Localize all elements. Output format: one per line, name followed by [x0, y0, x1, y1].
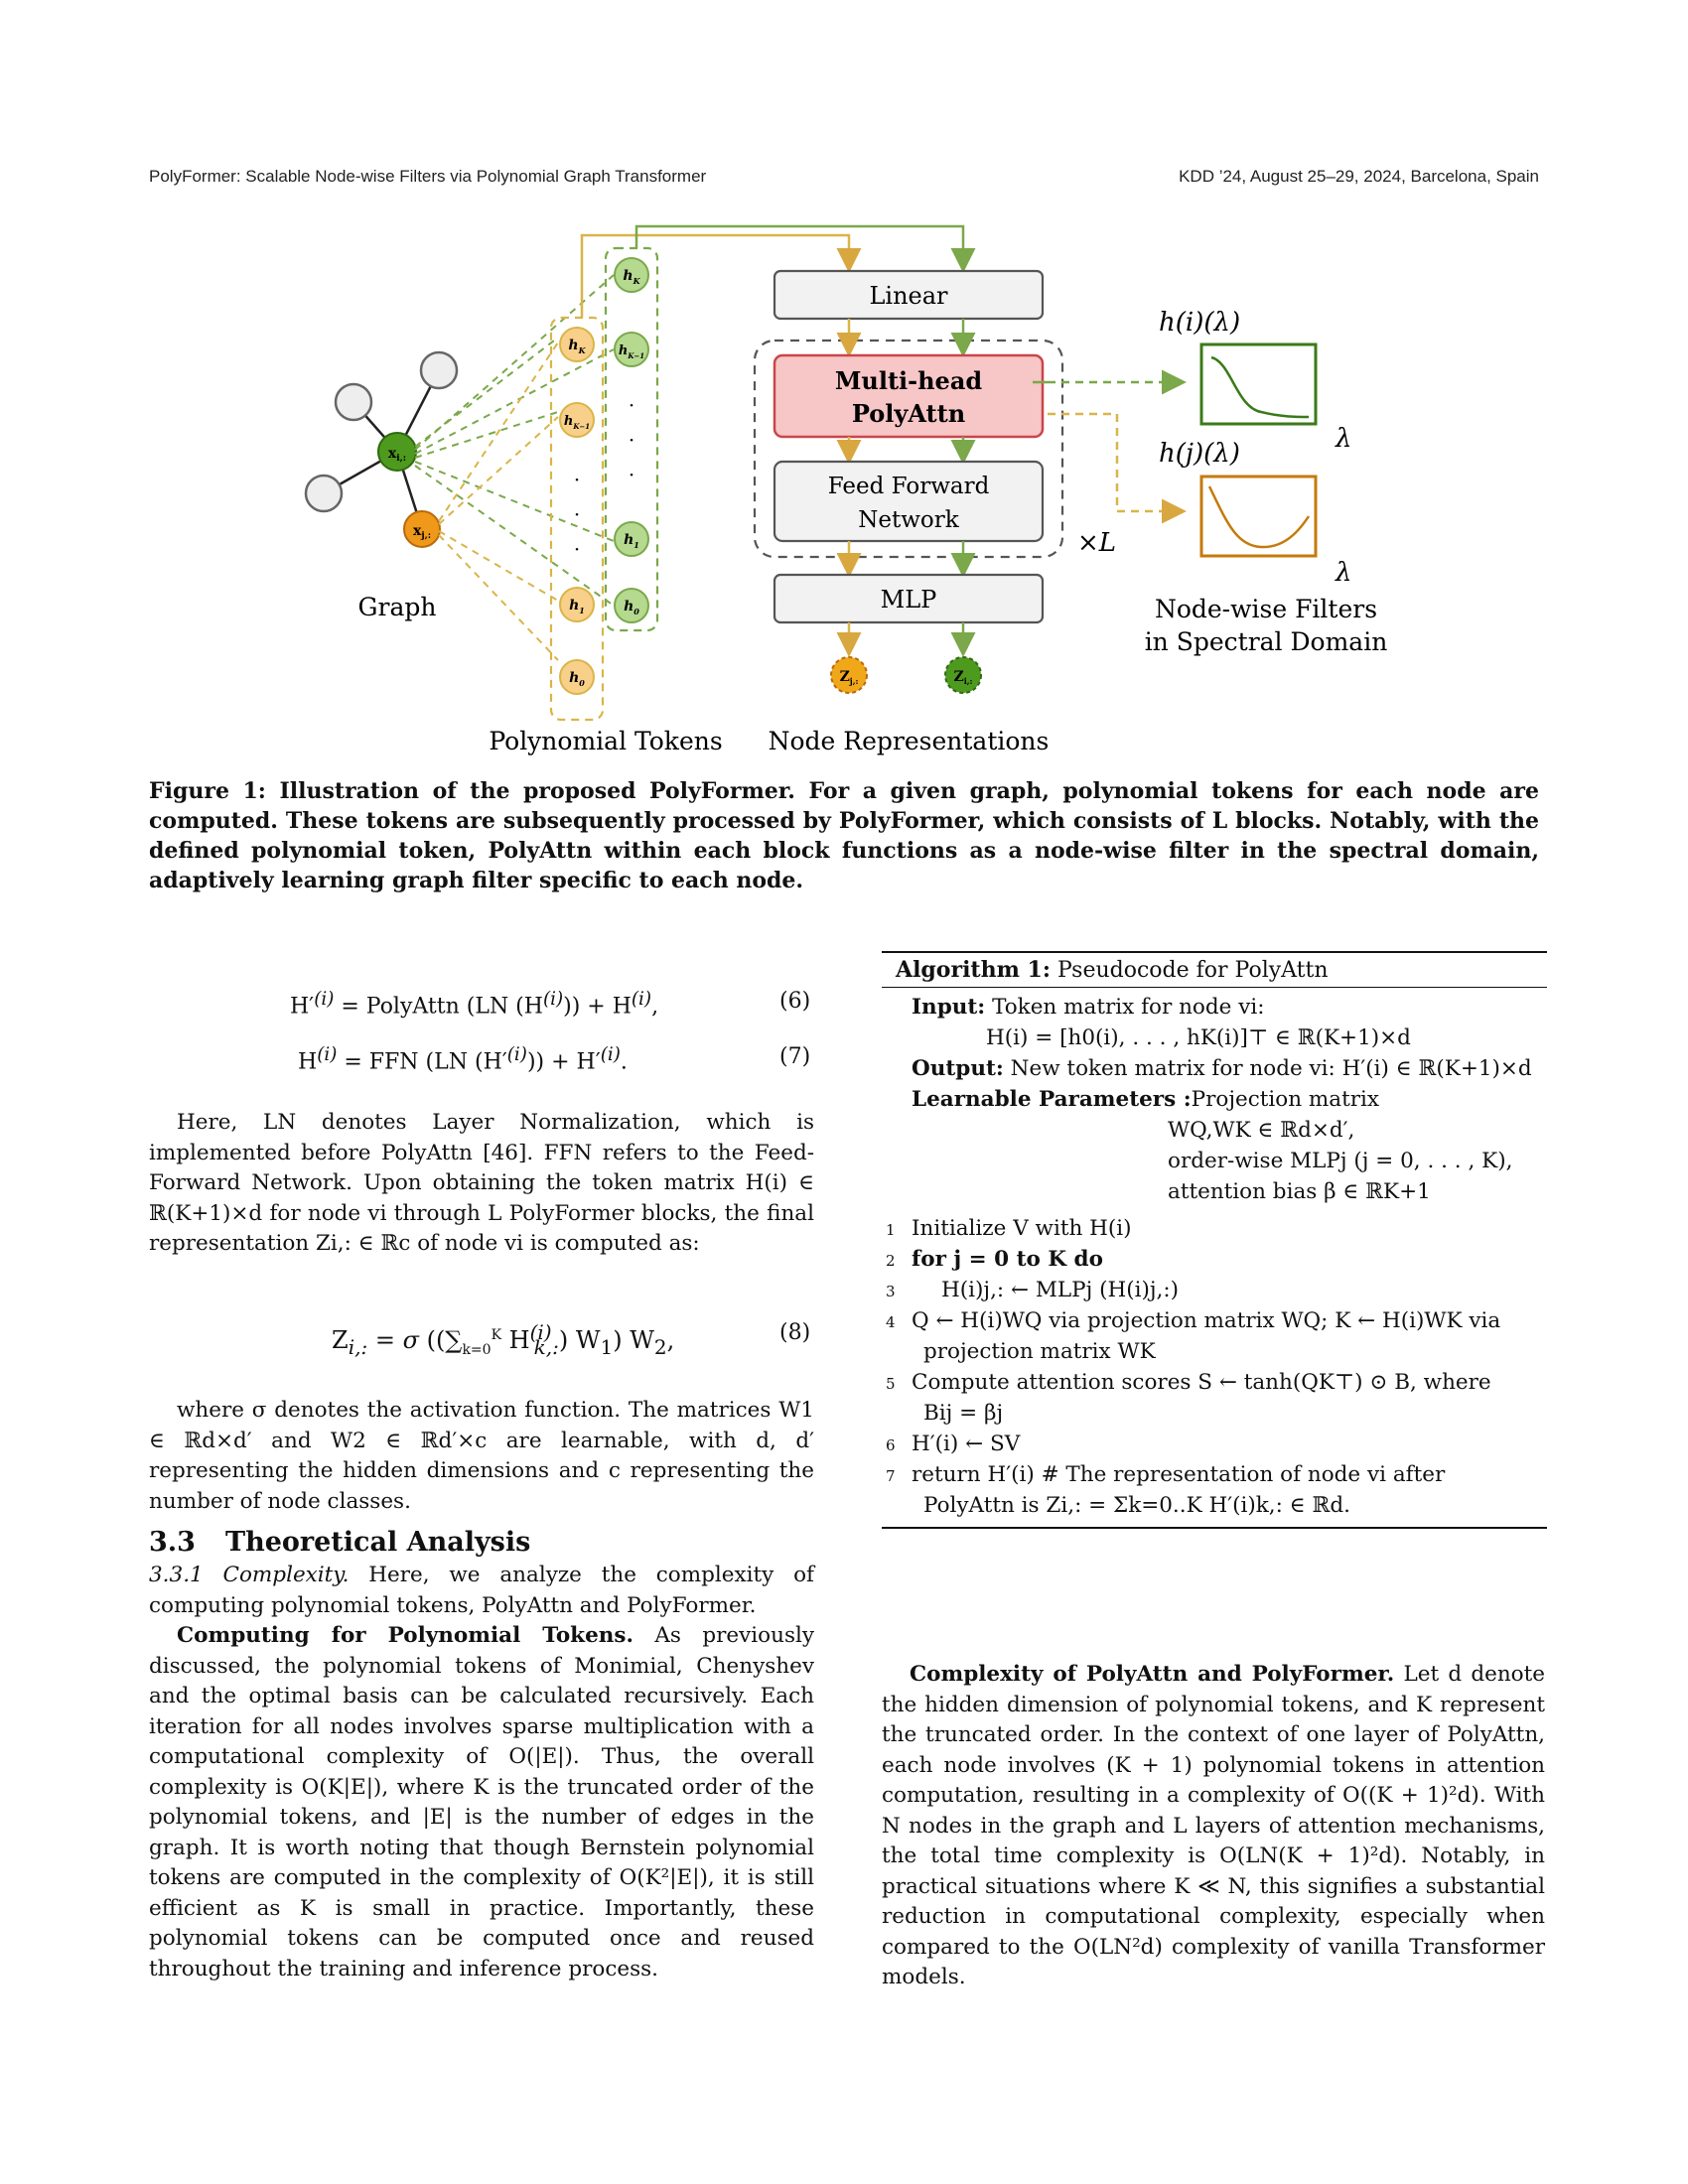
times-L-label: ×L: [1077, 528, 1116, 558]
polyformer-diagram: xi,: xj,: Graph hK hK−1 · · · h1 h0 hK: [304, 224, 1388, 755]
svg-text:·: ·: [629, 428, 634, 452]
svg-text:·: ·: [574, 502, 580, 526]
output-z-j: [830, 656, 868, 694]
graph-node: [334, 382, 373, 422]
polynomial-tokens-i: hK hK−1 · · · h1 h0: [604, 246, 659, 632]
polynomial-tokens-j: hK hK−1 · · · h1 h0: [549, 316, 605, 722]
figure-caption: Figure 1: Illustration of the proposed P…: [149, 778, 1539, 893]
right-paragraph-1: Complexity of PolyAttn and PolyFormer. L…: [882, 1662, 1545, 1989]
svg-text:λ: λ: [1335, 558, 1351, 588]
graph-label: Graph: [358, 593, 437, 621]
filters-label-line1: Node-wise Filters: [1155, 595, 1377, 623]
graph-node: [304, 474, 344, 513]
figure-1: xi,: xj,: Graph hK hK−1 · · · h1 h0 hK: [149, 223, 1539, 759]
output-z-i: [944, 656, 982, 694]
multihead-polyattn-block: [773, 353, 1045, 439]
svg-text:·: ·: [574, 537, 580, 561]
svg-text:·: ·: [629, 463, 634, 486]
running-header-title: PolyFormer: Scalable Node-wise Filters v…: [149, 167, 707, 186]
equation-8-number: (8): [779, 1320, 811, 1345]
polynomial-tokens-label: Polynomial Tokens: [489, 727, 722, 755]
filter-plot-j: [1199, 475, 1318, 558]
svg-text:·: ·: [574, 468, 580, 491]
algorithm-1: Algorithm 1: Pseudocode for PolyAttn Inp…: [882, 951, 1547, 1529]
svg-text:Linear: Linear: [869, 282, 948, 310]
svg-text:MLP: MLP: [881, 586, 937, 614]
h-j-lambda-label: h(j)(λ): [1159, 439, 1240, 469]
node-representations-label: Node Representations: [769, 727, 1050, 755]
svg-text:·: ·: [629, 393, 634, 417]
svg-text:Multi-head: Multi-head: [835, 366, 983, 395]
svg-text:λ: λ: [1335, 424, 1351, 454]
left-paragraph-3: 3.3.1 Complexity. Here, we analyze the c…: [149, 1563, 814, 1981]
running-header-venue: KDD ’24, August 25–29, 2024, Barcelona, …: [1179, 167, 1539, 186]
filters-label-line2: in Spectral Domain: [1145, 627, 1388, 656]
svg-text:PolyAttn: PolyAttn: [852, 399, 965, 428]
svg-text:Network: Network: [858, 507, 960, 533]
graph-node-i: [377, 432, 417, 472]
svg-text:Feed Forward: Feed Forward: [828, 474, 990, 499]
left-paragraph-1: Here, LN denotes Layer Normalization, wh…: [149, 1110, 814, 1256]
mlp-block: [773, 573, 1045, 624]
linear-block: [773, 269, 1045, 321]
h-i-lambda-label: h(i)(λ): [1159, 308, 1240, 338]
graph-node-j: [403, 510, 441, 548]
graph-illustration: xi,: xj,: Graph: [304, 350, 459, 621]
equation-7: H(i) = FFN (LN (H′(i))) + H′(i).: [298, 1044, 628, 1075]
equation-7-number: (7): [779, 1044, 811, 1069]
graph-node: [419, 350, 459, 390]
equation-6: H′(i) = PolyAttn (LN (H(i))) + H(i),: [290, 989, 659, 1020]
equation-6-number: (6): [779, 989, 811, 1014]
subsection-heading: 3.3.1 Complexity.: [149, 1563, 350, 1587]
ffn-block: [773, 460, 1045, 543]
left-paragraph-2: where σ denotes the activation function.…: [149, 1398, 814, 1514]
equation-8: Zi,: = σ ((∑k=0K H(i)k,:) W1) W2,: [332, 1320, 675, 1359]
